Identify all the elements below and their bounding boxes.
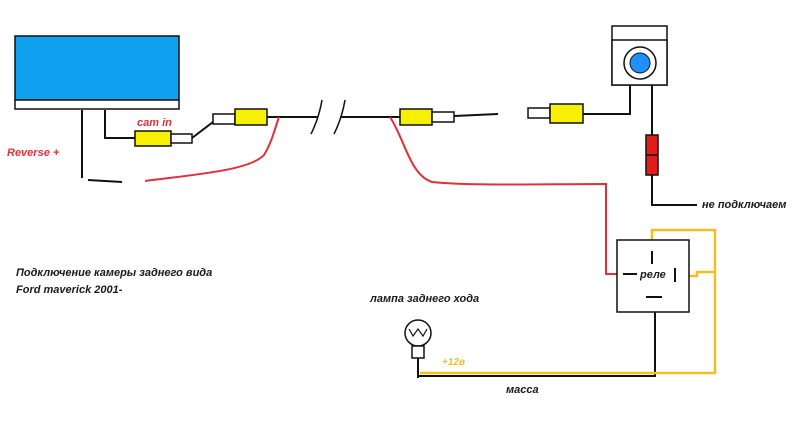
- reverse-wire-bottom: [87, 179, 123, 183]
- relay-label: реле: [639, 269, 666, 281]
- monitor-to-cam-in-wire: [104, 110, 135, 139]
- extension-connector-right: [399, 108, 455, 126]
- title-line-2: Ford maverick 2001-: [16, 284, 123, 296]
- camera-power-wire: [144, 116, 623, 275]
- extension-connector-left: [212, 108, 268, 126]
- reverse-plus-red-wire: [144, 116, 280, 182]
- not-connected-wire: [651, 175, 697, 206]
- cam-in-to-extension-wire: [191, 121, 214, 139]
- relay-ground-wire: [418, 300, 656, 377]
- cam-in-connector: [134, 130, 193, 147]
- relay-icon: [616, 239, 690, 313]
- fuse-icon: [645, 134, 659, 176]
- cam-in-label: cam in: [137, 117, 172, 129]
- ground-label: масса: [506, 384, 539, 396]
- wire-break-icon: [310, 99, 346, 135]
- camera-icon: [611, 25, 668, 86]
- reverse-plus-label: Reverse +: [7, 147, 60, 159]
- video-wires: [81, 85, 697, 377]
- reverse-lamp-label: лампа заднего хода: [369, 293, 479, 305]
- camera-connector: [527, 103, 584, 124]
- relay-coil-yellow-wire: [420, 228, 717, 375]
- not-connected-label: не подключаем: [702, 199, 786, 211]
- relay-output-red-wire: [389, 116, 623, 275]
- camera-video-wire: [583, 85, 631, 115]
- light-bulb-icon: [404, 319, 432, 378]
- title-line-1: Подключение камеры заднего вида: [16, 267, 212, 279]
- plus12v-label: +12в: [442, 357, 465, 368]
- monitor-icon: [14, 35, 180, 110]
